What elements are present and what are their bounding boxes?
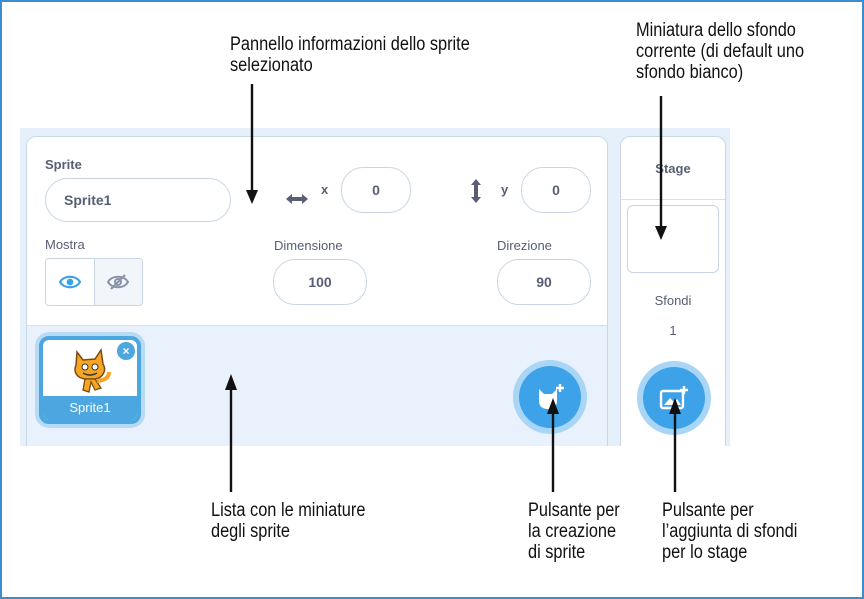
callout-sprite-list: Lista con le miniature degli sprite [211,500,366,542]
callout-add-backdrop-button: Pulsante per l’aggiunta di sfondi per lo… [662,500,798,563]
add-backdrop-button[interactable] [643,367,705,429]
hide-button[interactable] [94,259,142,305]
sprite-list: × Sprite1 [27,325,607,446]
eye-icon [58,275,81,289]
y-input[interactable]: 0 [521,167,591,213]
eye-slash-icon [107,274,130,290]
visibility-toggle [45,258,143,306]
backdrops-label: Sfondi [654,293,692,308]
sprite-thumbnail-label: Sprite1 [43,396,137,420]
stage-pane: Stage Sfondi 1 [620,136,726,446]
sprite-name-input[interactable]: Sprite1 [45,178,231,222]
direction-label: Direzione [497,238,552,253]
x-input[interactable]: 0 [341,167,411,213]
callout-add-sprite-button: Pulsante per la creazione di sprite [528,500,620,563]
backdrops-count: 1 [669,323,677,338]
size-label: Dimensione [274,238,343,253]
sprite-thumbnail[interactable]: × Sprite1 [39,336,141,424]
callout-sprite-info-panel: Pannello informazioni dello sprite selez… [230,34,470,76]
add-sprite-cat-icon [539,384,564,409]
direction-input[interactable]: 90 [497,259,591,305]
sprite-info-pane: Sprite Sprite1 x 0 y 0 Mostra Dimensione… [26,136,608,446]
vertical-arrows-icon [471,179,481,203]
sprite-label: Sprite [45,157,82,172]
size-input[interactable]: 100 [273,259,367,305]
delete-sprite-button[interactable]: × [117,342,135,360]
y-label: y [501,182,509,197]
add-backdrop-image-icon [659,386,688,410]
callout-stage-thumbnail: Miniatura dello sfondo corrente (di defa… [636,20,805,83]
backdrop-thumbnail[interactable] [627,205,719,273]
cat-sprite-image [74,347,111,393]
show-label: Mostra [45,237,85,252]
stage-title[interactable]: Stage [621,137,725,200]
add-sprite-button[interactable] [519,366,581,428]
x-label: x [321,182,329,197]
horizontal-arrows-icon [286,194,308,204]
show-button[interactable] [46,259,95,305]
